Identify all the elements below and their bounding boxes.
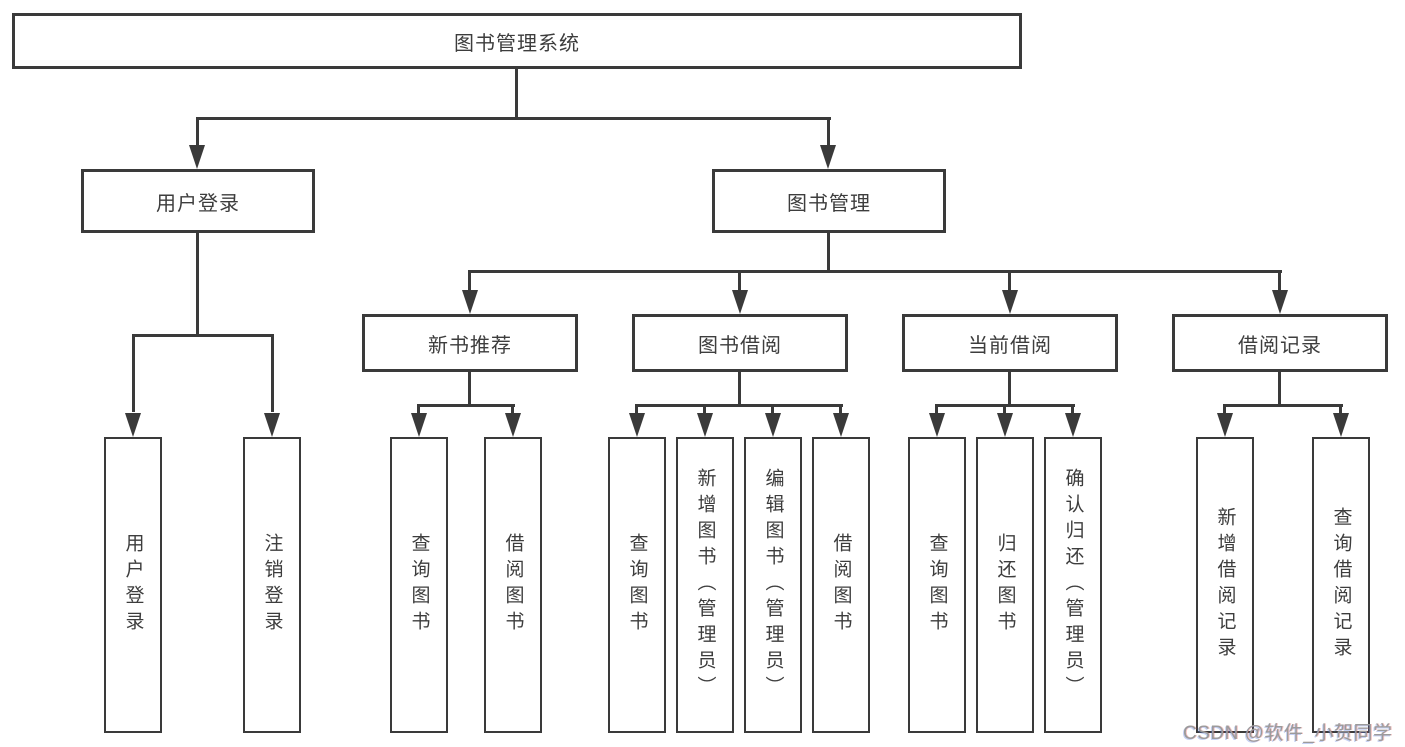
connector-book-management-stem [827, 233, 830, 272]
leaf-label: 归还图书 [994, 533, 1016, 637]
connector-new-book-stem [468, 372, 471, 407]
connector-to-new-book-recommend [468, 270, 471, 292]
leaf-bb-query-books: 查询图书 [608, 437, 666, 733]
leaf-label: 编辑图书（管理员） [762, 468, 784, 702]
arrowhead-book-borrowing [732, 290, 748, 314]
connector-book-borrow-branch [635, 404, 843, 407]
node-book-borrowing-label: 图书借阅 [698, 334, 782, 357]
leaf-bb-add-books-admin: 新增图书（管理员） [676, 437, 734, 733]
connector-to-leaf-cb-confirm [1071, 404, 1074, 413]
node-new-book-recommend: 新书推荐 [362, 314, 578, 372]
arrowhead-leaf-nb-query [411, 413, 427, 437]
arrowhead-borrowing-records [1272, 290, 1288, 314]
leaf-label: 新增借阅记录 [1214, 507, 1236, 663]
arrowhead-user-login [189, 145, 205, 169]
node-book-borrowing: 图书借阅 [632, 314, 848, 372]
leaf-label: 查询图书 [626, 533, 648, 637]
leaf-label: 用户登录 [122, 533, 144, 637]
connector-to-leaf-bb-query [635, 404, 638, 413]
leaf-rec-query-record: 查询借阅记录 [1312, 437, 1370, 733]
node-current-borrowing: 当前借阅 [902, 314, 1118, 372]
leaf-bb-borrow-books: 借阅图书 [812, 437, 870, 733]
node-new-book-recommend-label: 新书推荐 [428, 334, 512, 357]
connector-user-login-stem [196, 233, 199, 336]
leaf-label: 查询图书 [408, 533, 430, 637]
leaf-nb-borrow-books: 借阅图书 [484, 437, 542, 733]
leaf-label: 借阅图书 [830, 533, 852, 637]
node-borrowing-records-label: 借阅记录 [1238, 334, 1322, 357]
node-borrowing-records: 借阅记录 [1172, 314, 1388, 372]
node-user-login: 用户登录 [81, 169, 315, 233]
connector-to-leaf-bb-add [703, 404, 706, 413]
arrowhead-leaf-rec-query [1333, 413, 1349, 437]
connector-to-current-borrowing [1008, 270, 1011, 292]
connector-to-leaf-cb-return [1003, 404, 1006, 413]
connector-records-branch [1223, 404, 1343, 407]
arrowhead-leaf-bb-borrow [833, 413, 849, 437]
connector-root-stem [515, 69, 518, 119]
leaf-user-login: 用户登录 [104, 437, 162, 733]
arrowhead-leaf-bb-edit [765, 413, 781, 437]
arrowhead-leaf-nb-borrow [505, 413, 521, 437]
arrowhead-leaf-cb-query [929, 413, 945, 437]
arrowhead-leaf-cb-confirm [1065, 413, 1081, 437]
connector-to-leaf-login [132, 334, 135, 412]
leaf-label: 注销登录 [261, 533, 283, 637]
node-root-label: 图书管理系统 [454, 32, 580, 55]
node-root: 图书管理系统 [12, 13, 1022, 69]
csdn-watermark: CSDN @软件_小贺同学 [1183, 723, 1393, 744]
connector-to-leaf-bb-borrow [839, 404, 842, 413]
leaf-cb-return-books: 归还图书 [976, 437, 1034, 733]
connector-new-book-branch [417, 404, 515, 407]
arrowhead-leaf-bb-query [629, 413, 645, 437]
connector-to-leaf-logout [271, 334, 274, 412]
arrowhead-current-borrowing [1002, 290, 1018, 314]
connector-book-borrow-stem [738, 372, 741, 407]
connector-records-stem [1278, 372, 1281, 407]
leaf-label: 查询借阅记录 [1330, 507, 1352, 663]
connector-root-to-book-management [827, 117, 830, 147]
connector-book-management-branch [468, 270, 1282, 273]
node-user-login-label: 用户登录 [156, 192, 240, 215]
leaf-bb-edit-books-admin: 编辑图书（管理员） [744, 437, 802, 733]
connector-to-borrowing-records [1278, 270, 1281, 292]
arrowhead-leaf-logout [264, 413, 280, 437]
connector-root-branch [196, 117, 831, 120]
leaf-rec-add-record: 新增借阅记录 [1196, 437, 1254, 733]
leaf-label: 新增图书（管理员） [694, 468, 716, 702]
node-book-management-label: 图书管理 [787, 192, 871, 215]
connector-to-leaf-rec-query [1339, 404, 1342, 413]
connector-to-leaf-nb-query [417, 404, 420, 413]
node-current-borrowing-label: 当前借阅 [968, 334, 1052, 357]
leaf-label: 借阅图书 [502, 533, 524, 637]
arrowhead-book-management [820, 145, 836, 169]
connector-to-leaf-nb-borrow [511, 404, 514, 413]
arrowhead-new-book-recommend [462, 290, 478, 314]
arrowhead-leaf-cb-return [997, 413, 1013, 437]
leaf-nb-query-books: 查询图书 [390, 437, 448, 733]
connector-user-login-branch [132, 334, 274, 337]
arrowhead-leaf-rec-add [1217, 413, 1233, 437]
arrowhead-leaf-login [125, 413, 141, 437]
connector-to-book-borrowing [738, 270, 741, 292]
connector-to-leaf-cb-query [935, 404, 938, 413]
connector-to-leaf-rec-add [1223, 404, 1226, 413]
leaf-logout: 注销登录 [243, 437, 301, 733]
connector-current-borrow-stem [1008, 372, 1011, 407]
leaf-label: 确认归还（管理员） [1062, 468, 1084, 702]
connector-to-leaf-bb-edit [771, 404, 774, 413]
leaf-label: 查询图书 [926, 533, 948, 637]
arrowhead-leaf-bb-add [697, 413, 713, 437]
leaf-cb-confirm-return-admin: 确认归还（管理员） [1044, 437, 1102, 733]
leaf-cb-query-books: 查询图书 [908, 437, 966, 733]
connector-root-to-user-login [196, 117, 199, 147]
node-book-management: 图书管理 [712, 169, 946, 233]
